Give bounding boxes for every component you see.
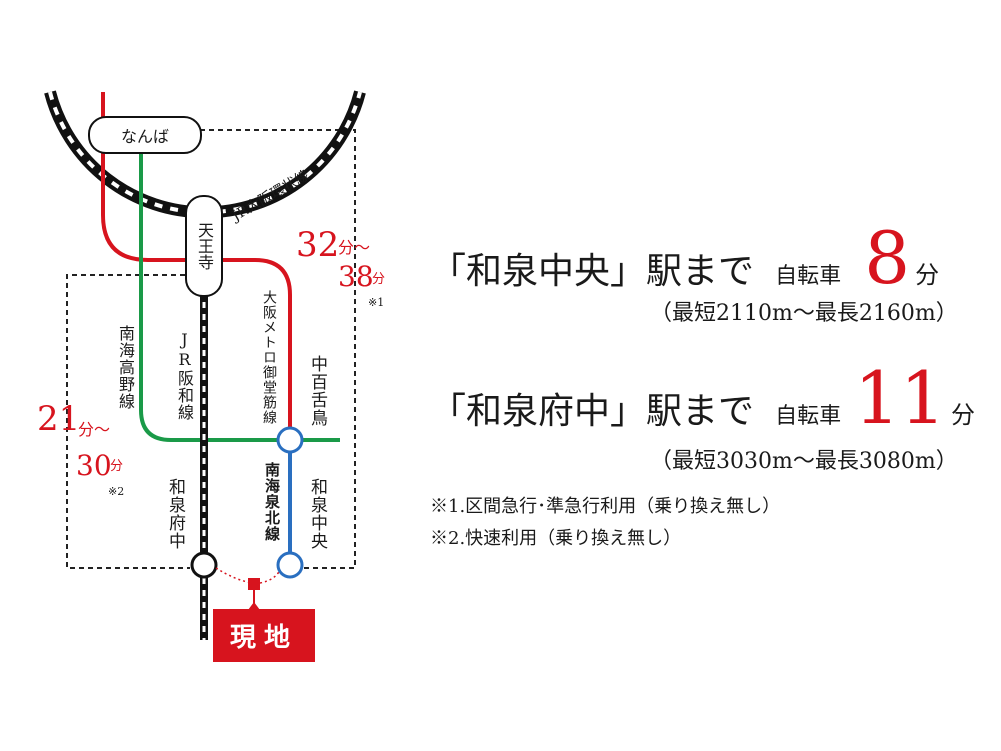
namba-label: なんば	[120, 127, 169, 146]
dashed-box-lower	[66, 274, 190, 569]
izumi-fuchu-label: 和泉府中	[165, 478, 185, 550]
row1-unit: 分	[915, 261, 940, 289]
osaka-metro-label: 大阪メトロ御堂筋線	[261, 290, 277, 425]
nankai-senboku-label: 南海泉北線	[263, 462, 281, 542]
row1-range: （最短2110m～最長2160m）	[650, 301, 958, 326]
tennoji-station: 天王寺	[185, 195, 223, 297]
namba-station: なんば	[88, 116, 202, 154]
site-marker	[248, 578, 260, 590]
row2-range: （最短3030m～最長3080m）	[650, 449, 958, 474]
black-time-unit2: 分	[110, 459, 124, 474]
nankai-koya-label: 南海高野線	[116, 325, 135, 410]
nakamozu-label: 中百舌鳥	[307, 355, 327, 427]
izumi-fuchu-station-marker	[190, 551, 218, 579]
row1-minutes: 8	[864, 216, 911, 300]
note-2: ※2.快速利用（乗り換え無し）	[430, 528, 682, 549]
red-time-from: 32	[296, 225, 340, 265]
row2-unit: 分	[950, 401, 975, 429]
red-time-unit1: 分～	[338, 238, 371, 257]
green-line	[139, 140, 340, 442]
black-time-to: 30	[76, 449, 112, 482]
site-connector-left	[215, 567, 253, 584]
red-time-unit2: 分	[372, 272, 386, 287]
black-time-from: 21	[37, 399, 81, 439]
row1-mode: 自転車	[775, 264, 842, 289]
site-pointer-tip	[248, 602, 260, 610]
site-connector-right	[259, 569, 281, 584]
dashed-box-upper	[200, 129, 356, 569]
jr-hanwa-label: JR阪和線	[175, 330, 194, 421]
black-time-note: ※2	[108, 485, 125, 498]
row2-mode: 自転車	[775, 404, 842, 429]
row2-minutes: 11	[854, 356, 946, 440]
red-line	[101, 92, 292, 440]
row2-station: 「和泉府中」駅まで	[430, 391, 755, 432]
site-label: 現地	[213, 609, 315, 662]
info-row-2: 「和泉府中」駅まで 自転車 11 分	[430, 362, 975, 434]
row1-station: 「和泉中央」駅まで	[430, 251, 755, 292]
red-time-to: 38	[338, 260, 374, 293]
info-row-1: 「和泉中央」駅まで 自転車 8 分	[430, 222, 939, 294]
izumi-chuo-station-marker	[276, 551, 304, 579]
izumi-chuo-label: 和泉中央	[307, 478, 327, 550]
nakamozu-station-marker	[276, 426, 304, 454]
black-time-unit1: 分～	[78, 420, 111, 439]
note-1: ※1.区間急行･準急行利用（乗り換え無し）	[430, 496, 781, 517]
tennoji-label: 天王寺	[195, 222, 214, 270]
red-time-note: ※1	[368, 296, 385, 309]
